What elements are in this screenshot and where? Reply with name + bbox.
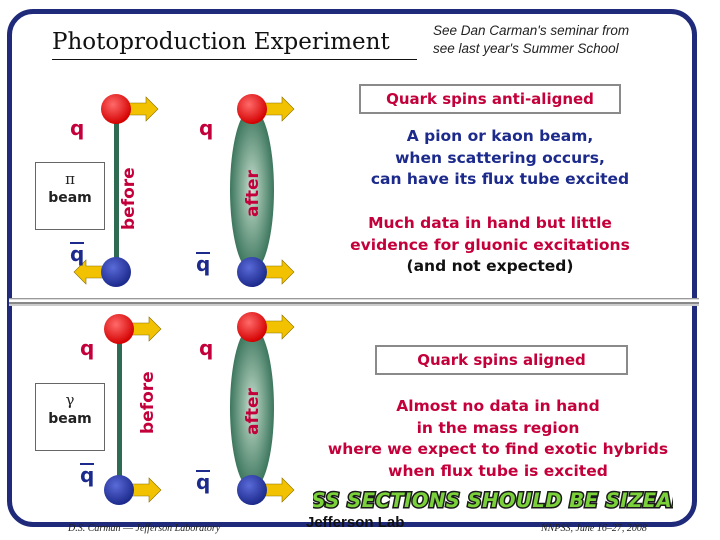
beam-label: beam — [36, 190, 104, 206]
text-line: where we expect to find exotic hybrids — [322, 439, 674, 461]
pion-beam-box: π beam — [35, 162, 105, 230]
banner-text: GROSS SECTIONS SHOULD BE SIZEABLE! — [313, 489, 673, 512]
quark-sphere — [237, 94, 267, 124]
spin-arrow-right-icon — [128, 97, 158, 121]
photon-beam-box: γ beam — [35, 383, 105, 451]
antiquark-label: q — [196, 252, 210, 274]
jefferson-lab-logo: Jefferson Lab — [306, 514, 404, 531]
top-evidence: Much data in hand but little evidence fo… — [330, 213, 650, 278]
text-line: when flux tube is excited — [322, 461, 674, 483]
antiquark-sphere — [237, 475, 267, 505]
string-line — [117, 330, 122, 490]
quark-label: q — [199, 336, 213, 360]
quark-sphere — [104, 314, 134, 344]
spin-arrow-right-icon — [264, 260, 294, 284]
text-line: Much data in hand but little — [330, 213, 650, 235]
quark-label: q — [80, 336, 94, 360]
text-line: evidence for gluonic excitations — [330, 235, 650, 257]
spin-arrow-right-icon — [131, 317, 161, 341]
text-line: when scattering occurs, — [340, 148, 660, 170]
beam-label: beam — [36, 411, 104, 427]
text-line: in the mass region — [322, 418, 674, 440]
spin-arrow-right-icon — [131, 478, 161, 502]
before-label-top: before — [119, 167, 139, 230]
quark-label: q — [199, 116, 213, 140]
text-line: A pion or kaon beam, — [340, 126, 660, 148]
after-label-bottom: after — [243, 387, 263, 435]
antiquark-sphere — [237, 257, 267, 287]
cross-sections-banner: GROSS SECTIONS SHOULD BE SIZEABLE! — [313, 484, 673, 516]
spin-arrow-right-icon — [264, 478, 294, 502]
footer-event: NNPSS, June 16–27, 2008 — [541, 523, 647, 534]
antiquark-sphere — [101, 257, 131, 287]
anti-aligned-header: Quark spins anti-aligned — [359, 84, 621, 114]
text-line: can have its flux tube excited — [340, 169, 660, 191]
footer-author: D.S. Carman –– Jefferson Laboratory — [68, 523, 220, 534]
pion-symbol: π — [36, 170, 104, 188]
antiquark-sphere — [104, 475, 134, 505]
text-line: Almost no data in hand — [322, 396, 674, 418]
quark-sphere — [101, 94, 131, 124]
before-label-bottom: before — [138, 371, 158, 434]
spin-arrow-right-icon — [264, 315, 294, 339]
quark-sphere — [237, 312, 267, 342]
bottom-description: Almost no data in hand in the mass regio… — [322, 396, 674, 482]
quark-label: q — [70, 116, 84, 140]
aligned-header: Quark spins aligned — [375, 345, 628, 375]
antiquark-label: q — [70, 242, 84, 264]
text-line: (and not expected) — [330, 256, 650, 278]
section-divider — [9, 298, 699, 306]
photon-symbol: γ — [36, 391, 104, 409]
antiquark-label: q — [196, 470, 210, 492]
after-label-top: after — [243, 169, 263, 217]
spin-arrow-right-icon — [264, 97, 294, 121]
top-description: A pion or kaon beam, when scattering occ… — [340, 126, 660, 191]
antiquark-label: q — [80, 463, 94, 485]
